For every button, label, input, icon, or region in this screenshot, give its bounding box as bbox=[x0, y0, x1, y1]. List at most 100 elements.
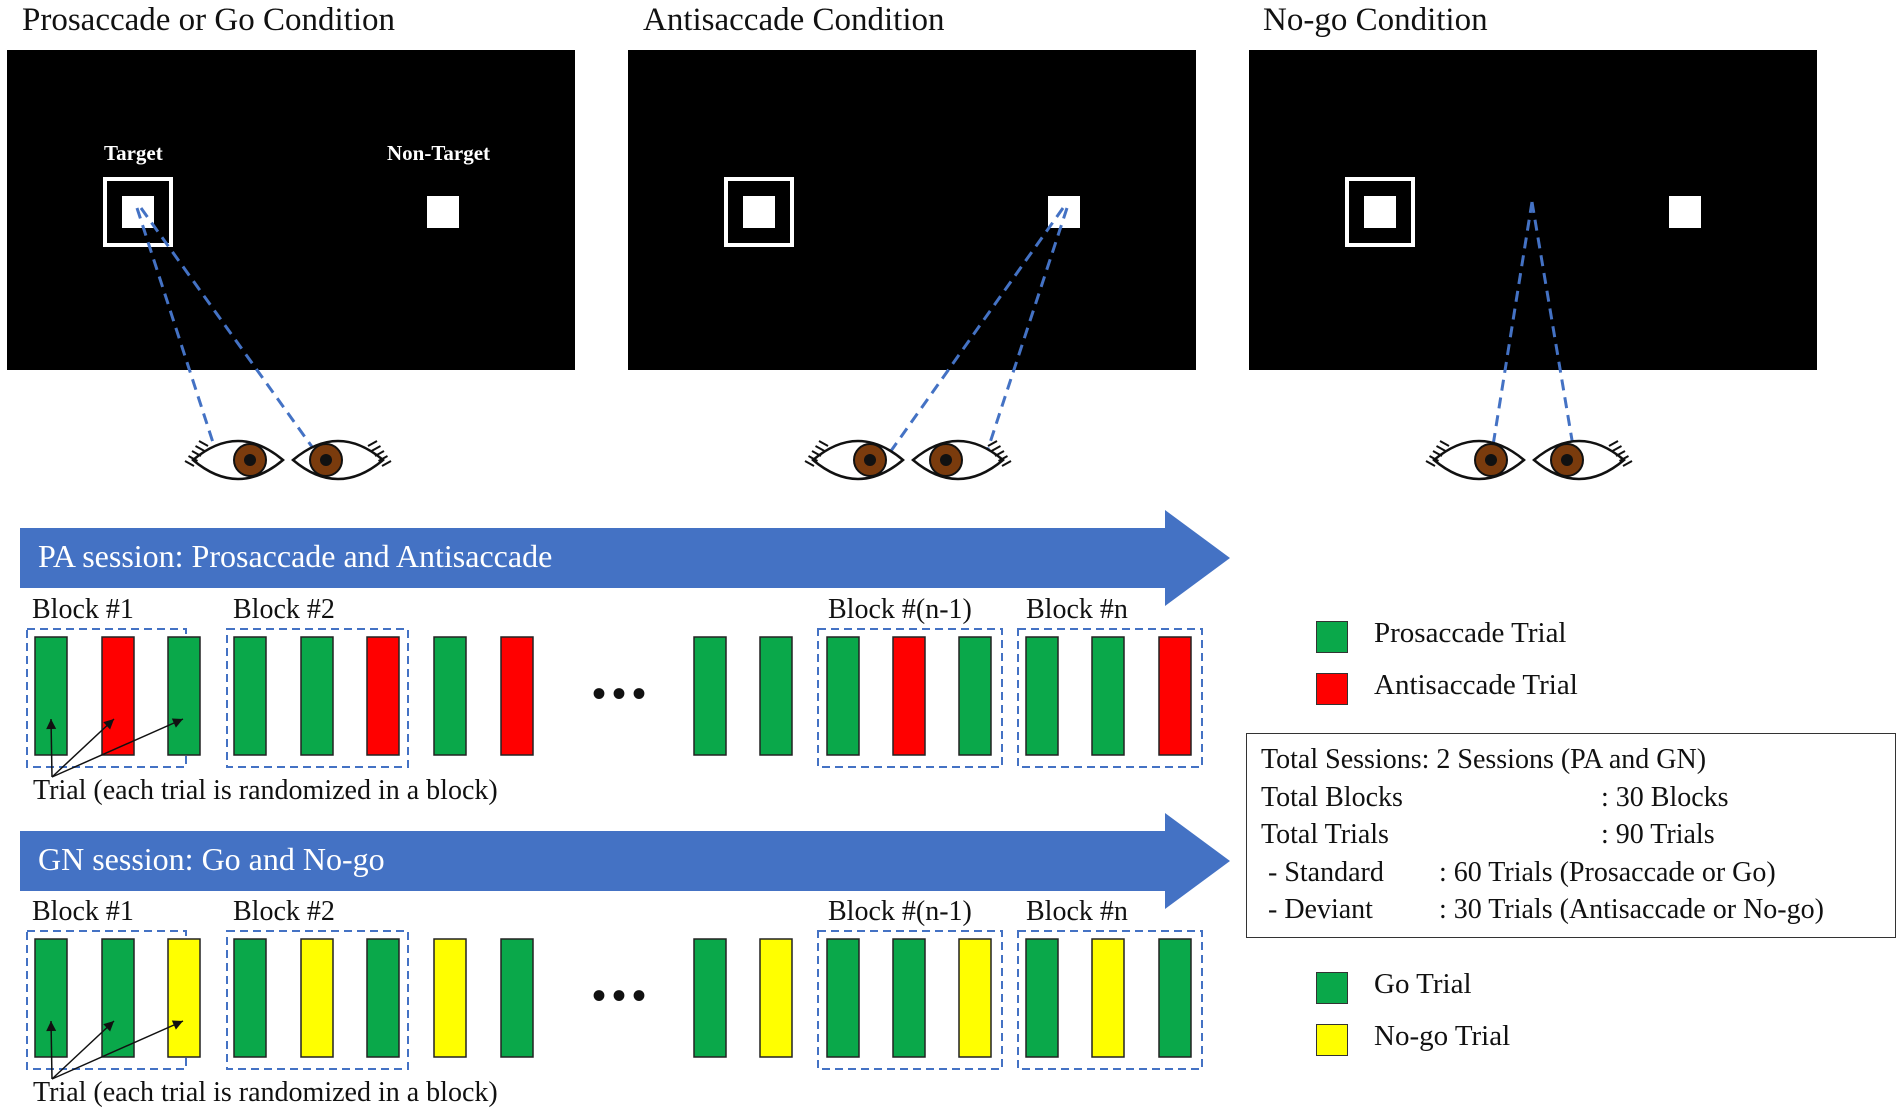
trials-overlay bbox=[26, 628, 1203, 1080]
gn-trial-5 bbox=[300, 938, 334, 1058]
gn-block-label-1: Block #1 bbox=[32, 896, 134, 927]
pa-block-box-2 bbox=[226, 628, 409, 768]
legend-swatch-nogo bbox=[1316, 1024, 1348, 1056]
gn-trial-10 bbox=[759, 938, 793, 1058]
gn-pointer-head-3 bbox=[171, 1020, 183, 1030]
gn-trial-3 bbox=[167, 938, 201, 1058]
gn-session-title: GN session: Go and No-go bbox=[38, 841, 385, 877]
pa-trial-5 bbox=[300, 636, 334, 756]
pa-trial-8 bbox=[500, 636, 534, 756]
pa-trial-9 bbox=[693, 636, 727, 756]
legend-swatch-go bbox=[1316, 972, 1348, 1004]
gn-ellipsis: ••• bbox=[592, 973, 653, 1018]
pa-block-label-n: Block #n bbox=[1026, 594, 1128, 625]
gn-block-label-n: Block #n bbox=[1026, 896, 1128, 927]
pa-block-box-3 bbox=[817, 628, 1003, 768]
summary-box: Total Sessions: 2 Sessions (PA and GN) T… bbox=[1246, 733, 1896, 938]
gn-trial-2 bbox=[101, 938, 135, 1058]
nontarget-stimulus bbox=[427, 196, 459, 228]
target-frame bbox=[724, 177, 794, 247]
antisaccade-screen bbox=[628, 50, 1196, 370]
gn-pointer-head-1 bbox=[46, 1021, 57, 1032]
nontarget-stimulus bbox=[1048, 196, 1080, 228]
gn-pointer-line-3 bbox=[51, 1020, 184, 1080]
summary-sessions: Total Sessions: 2 Sessions (PA and GN) bbox=[1261, 744, 1707, 775]
pa-trial-15 bbox=[1091, 636, 1125, 756]
gn-trial-16 bbox=[1158, 938, 1192, 1058]
legend-label-go: Go Trial bbox=[1374, 968, 1472, 1000]
gn-pointer-head-2 bbox=[103, 1021, 114, 1032]
summary-blocks-value: : 30 Blocks bbox=[1601, 782, 1729, 813]
summary-trials-label: Total Trials bbox=[1261, 819, 1389, 850]
gn-trial-14 bbox=[1025, 938, 1059, 1058]
pa-trial-2 bbox=[101, 636, 135, 756]
gn-trial-11 bbox=[826, 938, 860, 1058]
pa-trial-note: Trial (each trial is randomized in a blo… bbox=[33, 775, 498, 806]
right-eye-icon bbox=[291, 439, 392, 481]
nogo-condition-title: No-go Condition bbox=[1263, 2, 1488, 38]
gaze-line-right-eye-target bbox=[139, 207, 322, 459]
summary-trials-value: : 90 Trials bbox=[1601, 819, 1715, 850]
pa-trial-3 bbox=[167, 636, 201, 756]
gn-trial-13 bbox=[958, 938, 992, 1058]
gn-block-label-2: Block #2 bbox=[233, 896, 335, 927]
gaze-line-left-eye-target bbox=[135, 207, 220, 459]
pa-pointer-head-3 bbox=[171, 718, 183, 728]
gn-block-label-n-1: Block #(n-1) bbox=[828, 896, 972, 927]
pa-trial-10 bbox=[759, 636, 793, 756]
target-stimulus bbox=[1364, 196, 1396, 228]
gn-trial-15 bbox=[1091, 938, 1125, 1058]
pa-trial-7 bbox=[433, 636, 467, 756]
prosaccade-condition-title: Prosaccade or Go Condition bbox=[22, 2, 396, 38]
target-stimulus bbox=[743, 196, 775, 228]
gaze-line-right-eye-anti bbox=[983, 207, 1069, 459]
gaze-line-right-eye-nogo bbox=[1530, 201, 1577, 459]
gn-pointer-line-2 bbox=[51, 1020, 115, 1080]
pa-trial-12 bbox=[892, 636, 926, 756]
pa-trial-16 bbox=[1158, 636, 1192, 756]
gn-trial-12 bbox=[892, 938, 926, 1058]
gn-trial-9 bbox=[693, 938, 727, 1058]
pa-trial-13 bbox=[958, 636, 992, 756]
summary-standard-value: : 60 Trials (Prosaccade or Go) bbox=[1439, 857, 1776, 888]
gn-trial-8 bbox=[500, 938, 534, 1058]
left-eye-icon bbox=[184, 439, 285, 481]
legend-label-prosaccade: Prosaccade Trial bbox=[1374, 617, 1567, 649]
pa-pointer-line-2 bbox=[51, 718, 115, 778]
gaze-line-left-eye-nogo bbox=[1489, 201, 1534, 459]
gn-trial-7 bbox=[433, 938, 467, 1058]
pa-pointer-head-2 bbox=[103, 719, 114, 730]
gaze-overlay bbox=[135, 201, 1633, 481]
nontarget-stimulus bbox=[1669, 196, 1701, 228]
pa-ellipsis: ••• bbox=[592, 671, 653, 716]
pa-block-label-1: Block #1 bbox=[32, 594, 134, 625]
legend-swatch-antisaccade bbox=[1316, 673, 1348, 705]
summary-blocks-label: Total Blocks bbox=[1261, 782, 1403, 813]
pa-session-arrow bbox=[20, 510, 1230, 606]
gn-session-arrow bbox=[20, 813, 1230, 909]
pa-trial-11 bbox=[826, 636, 860, 756]
gn-trial-6 bbox=[366, 938, 400, 1058]
pa-session-title: PA session: Prosaccade and Antisaccade bbox=[38, 538, 553, 574]
target-frame bbox=[1345, 177, 1415, 247]
left-eye-icon bbox=[1425, 439, 1526, 481]
gn-block-box-3 bbox=[817, 930, 1003, 1070]
right-eye-icon bbox=[911, 439, 1012, 481]
summary-deviant-value: : 30 Trials (Antisaccade or No-go) bbox=[1439, 894, 1824, 925]
target-label: Target bbox=[104, 141, 163, 165]
pa-pointer-head-1 bbox=[46, 719, 57, 730]
pa-block-label-2: Block #2 bbox=[233, 594, 335, 625]
gn-trial-4 bbox=[233, 938, 267, 1058]
target-frame bbox=[103, 177, 173, 247]
gn-block-box-2 bbox=[226, 930, 409, 1070]
summary-deviant-label: - Deviant bbox=[1261, 894, 1373, 925]
pa-block-label-n-1: Block #(n-1) bbox=[828, 594, 972, 625]
gn-trial-note: Trial (each trial is randomized in a blo… bbox=[33, 1077, 498, 1108]
legend-swatch-prosaccade bbox=[1316, 621, 1348, 653]
pa-pointer-line-3 bbox=[51, 718, 184, 778]
left-eye-icon bbox=[804, 439, 905, 481]
legend-label-antisaccade: Antisaccade Trial bbox=[1374, 669, 1578, 701]
right-eye-icon bbox=[1532, 439, 1633, 481]
pa-block-box-4 bbox=[1017, 628, 1203, 768]
